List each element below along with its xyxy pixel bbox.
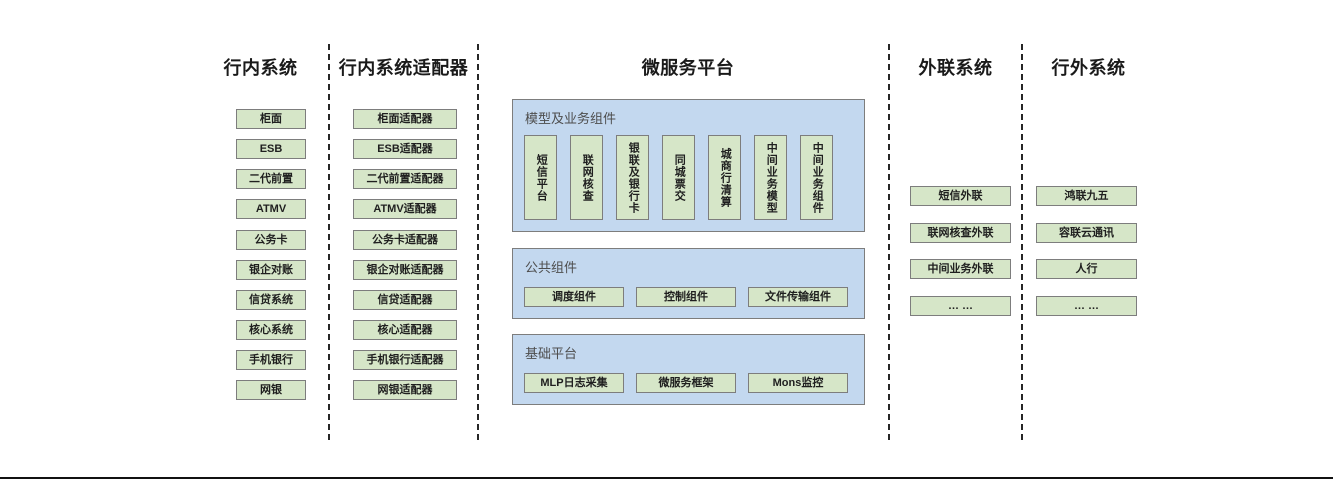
node-public-component[interactable]: 调度组件 (524, 287, 624, 307)
node-internal-adapter[interactable]: 柜面适配器 (353, 109, 457, 129)
node-internal-system[interactable]: 二代前置 (236, 169, 306, 189)
node-external-link-system[interactable]: 联网核查外联 (910, 223, 1011, 243)
node-public-component[interactable]: 文件传输组件 (748, 287, 848, 307)
node-public-component[interactable]: 控制组件 (636, 287, 736, 307)
node-external-link-system[interactable]: … … (910, 296, 1011, 316)
node-outside-bank-system[interactable]: 容联云通讯 (1036, 223, 1137, 243)
page-bottom-rule (0, 477, 1333, 479)
node-model-component[interactable]: 中间业务模型 (754, 135, 787, 220)
column-header-microservice-platform: 微服务平台 (641, 58, 735, 78)
separator-line-1 (328, 44, 330, 440)
separator-line-3 (888, 44, 890, 440)
node-outside-bank-system[interactable]: 鸿联九五 (1036, 186, 1137, 206)
node-internal-adapter[interactable]: ESB适配器 (353, 139, 457, 159)
node-internal-system[interactable]: 公务卡 (236, 230, 306, 250)
node-base-platform-component[interactable]: Mons监控 (748, 373, 848, 393)
column-header-external-link-systems: 外联系统 (918, 58, 993, 78)
panel-title-public-components: 公共组件 (525, 260, 578, 275)
node-internal-adapter[interactable]: 银企对账适配器 (353, 260, 457, 280)
node-internal-adapter[interactable]: 信贷适配器 (353, 290, 457, 310)
node-internal-system[interactable]: 柜面 (236, 109, 306, 129)
node-internal-system[interactable]: 手机银行 (236, 350, 306, 370)
node-model-component-label: 短信平台 (535, 153, 548, 202)
node-internal-adapter[interactable]: 网银适配器 (353, 380, 457, 400)
node-internal-adapter[interactable]: 核心适配器 (353, 320, 457, 340)
node-internal-system[interactable]: 信贷系统 (236, 290, 306, 310)
panel-title-model-business-components: 模型及业务组件 (525, 111, 617, 126)
node-internal-system[interactable]: 核心系统 (236, 320, 306, 340)
node-internal-system[interactable]: 网银 (236, 380, 306, 400)
node-model-component-label: 联网核查 (581, 153, 594, 202)
node-internal-system[interactable]: 银企对账 (236, 260, 306, 280)
node-model-component-label: 城商行清算 (719, 147, 732, 208)
node-internal-adapter[interactable]: 二代前置适配器 (353, 169, 457, 189)
node-model-component-label: 中间业务模型 (765, 141, 778, 214)
node-external-link-system[interactable]: 短信外联 (910, 186, 1011, 206)
node-internal-adapter[interactable]: 手机银行适配器 (353, 350, 457, 370)
separator-line-2 (477, 44, 479, 440)
panel-base-platform: 基础平台 (512, 334, 865, 405)
node-model-component-label: 同城票交 (673, 153, 686, 202)
node-model-component[interactable]: 联网核查 (570, 135, 603, 220)
column-header-internal-adapters: 行内系统适配器 (338, 58, 469, 78)
node-internal-adapter[interactable]: 公务卡适配器 (353, 230, 457, 250)
node-model-component[interactable]: 银联及银行卡 (616, 135, 649, 220)
node-model-component-label: 银联及银行卡 (627, 141, 640, 214)
node-internal-adapter[interactable]: ATMV适配器 (353, 199, 457, 219)
node-model-component-label: 中间业务组件 (811, 141, 824, 214)
node-outside-bank-system[interactable]: 人行 (1036, 259, 1137, 279)
node-model-component[interactable]: 短信平台 (524, 135, 557, 220)
node-base-platform-component[interactable]: 微服务框架 (636, 373, 736, 393)
node-model-component[interactable]: 中间业务组件 (800, 135, 833, 220)
node-outside-bank-system[interactable]: … … (1036, 296, 1137, 316)
node-model-component[interactable]: 同城票交 (662, 135, 695, 220)
node-external-link-system[interactable]: 中间业务外联 (910, 259, 1011, 279)
node-base-platform-component[interactable]: MLP日志采集 (524, 373, 624, 393)
separator-line-4 (1021, 44, 1023, 440)
node-model-component[interactable]: 城商行清算 (708, 135, 741, 220)
node-internal-system[interactable]: ESB (236, 139, 306, 159)
column-header-outside-bank-systems: 行外系统 (1051, 58, 1126, 78)
column-header-internal-systems: 行内系统 (223, 58, 298, 78)
node-internal-system[interactable]: ATMV (236, 199, 306, 219)
panel-title-base-platform: 基础平台 (525, 346, 578, 361)
panel-public-components: 公共组件 (512, 248, 865, 319)
